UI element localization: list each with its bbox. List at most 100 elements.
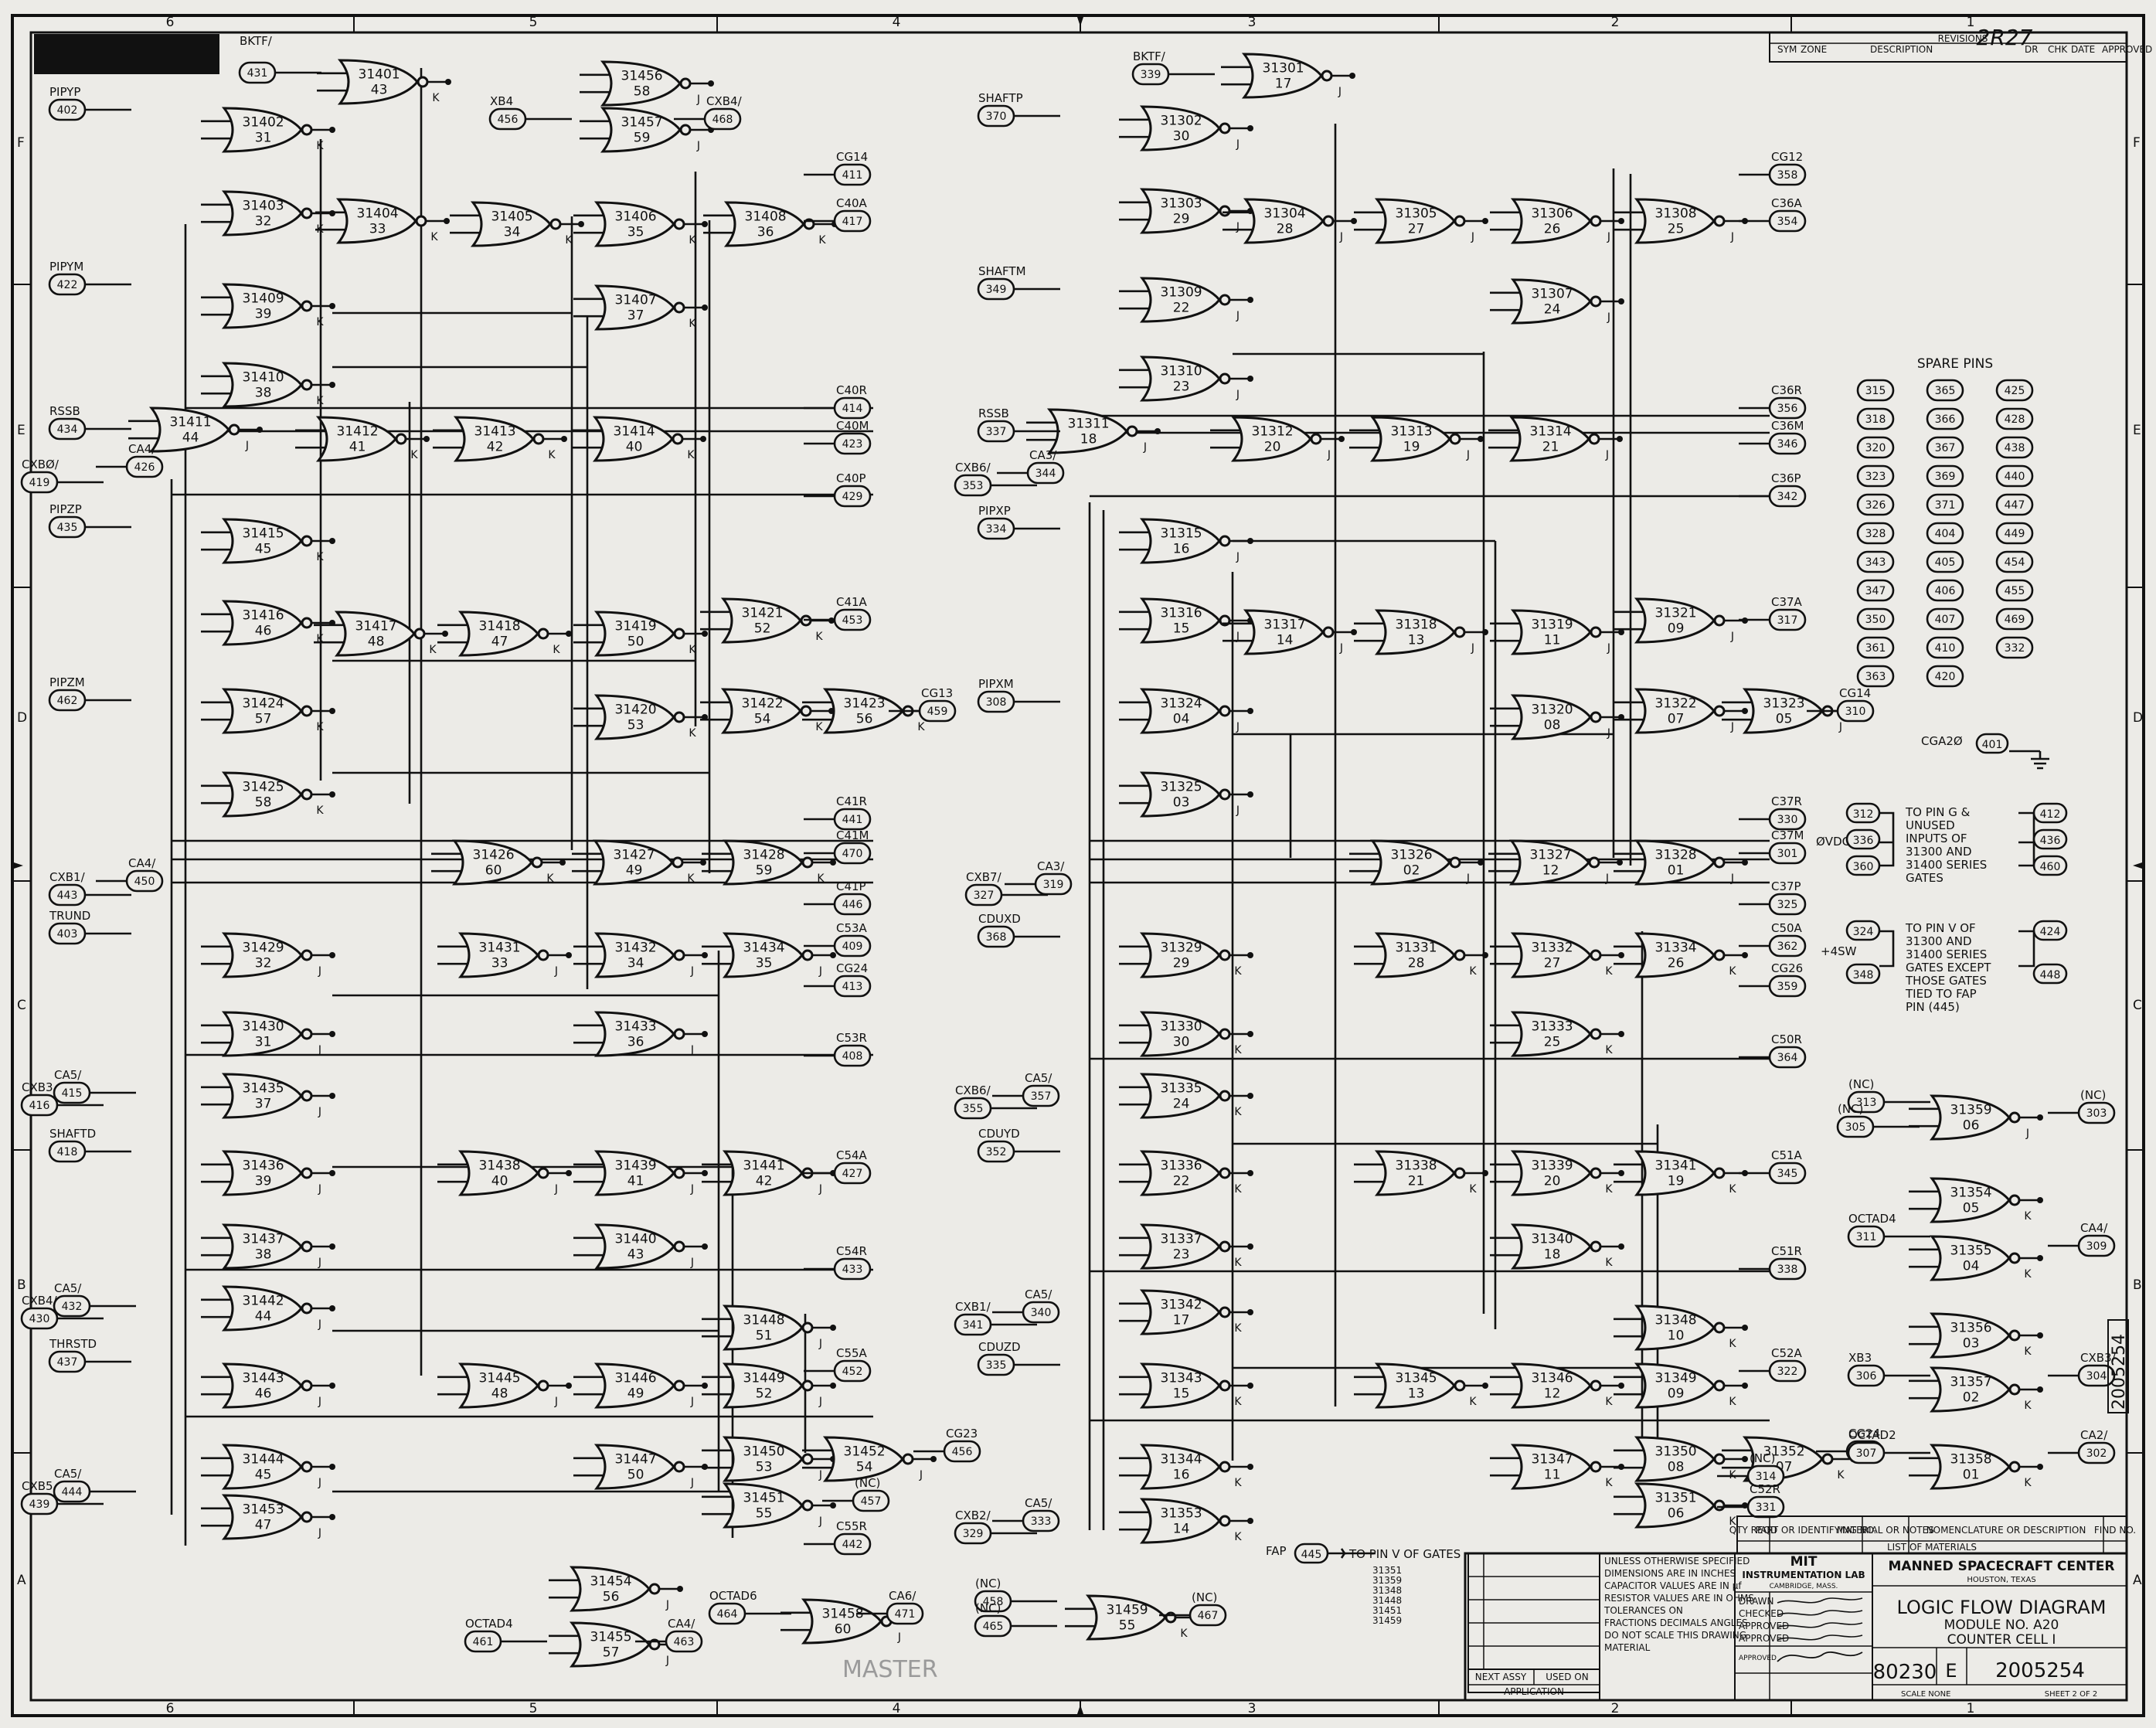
gate-element: 04: [1963, 1259, 1980, 1274]
signoff-role: APPROVED: [1739, 1621, 1789, 1631]
spare-pin-tab: [1856, 407, 1895, 430]
spare-pin-tab: [1856, 579, 1895, 602]
spare-pin-350: 350: [1856, 607, 1895, 631]
gate-output-pin: K: [2024, 1477, 2032, 1489]
gate-output-pin: J: [318, 1257, 321, 1269]
gate-number: 31325: [1161, 780, 1202, 795]
gate-body: [221, 190, 303, 236]
gate-element: 57: [603, 1645, 620, 1661]
inversion-bubble: [673, 711, 685, 723]
gate-body: [720, 597, 802, 644]
inversion-bubble: [1322, 626, 1335, 638]
gate-element: 48: [491, 1386, 508, 1402]
gate-number: 31413: [474, 424, 516, 440]
spare-pin-tab: [1926, 607, 1964, 631]
pin-label: (NC): [2080, 1088, 2106, 1102]
pin-label: BKTF/: [240, 34, 273, 48]
spare-pin-369: 369: [1926, 464, 1964, 488]
gate-body: [221, 1362, 303, 1409]
gate-body: [221, 1073, 303, 1119]
gate-number: 31327: [1530, 848, 1572, 863]
junction-dot: [566, 631, 572, 637]
spare-pins-title: SPARE PINS: [1917, 356, 1993, 372]
gate-element: 51: [756, 1328, 773, 1344]
gate-element: 50: [627, 1468, 644, 1483]
revisions-title: REVISIONS: [1938, 33, 1988, 44]
junction-dot: [1482, 629, 1488, 635]
junction-dot: [1247, 1309, 1253, 1315]
pin-number: 349: [986, 284, 1007, 296]
gate-element: 06: [1963, 1118, 1980, 1134]
gate-number: 31309: [1161, 285, 1202, 301]
drawing-title-1: LOGIC FLOW DIAGRAM: [1896, 1597, 2106, 1618]
gate-element: 11: [1544, 1468, 1561, 1483]
inversion-bubble: [2008, 1194, 2021, 1206]
inversion-bubble: [301, 300, 313, 312]
junction-dot: [2037, 1197, 2043, 1203]
gate-number: 31320: [1532, 702, 1573, 718]
pin-number: 356: [1777, 403, 1798, 415]
gate-number: 31427: [614, 848, 655, 863]
gate-element: 07: [1668, 712, 1685, 727]
revision-column: ZONE: [1801, 44, 1827, 55]
gate-output-pin: J: [318, 1396, 321, 1408]
pin-number: 465: [983, 1621, 1004, 1633]
pin-number: 357: [1031, 1090, 1052, 1103]
gate-output-pin: K: [1837, 1469, 1845, 1481]
unused-note-line: TO PIN G &: [1905, 805, 1971, 819]
gate-body: [334, 611, 416, 657]
pin-number: 317: [1777, 614, 1798, 627]
junction-dot: [1742, 1383, 1748, 1389]
gate-number: 31318: [1396, 617, 1437, 633]
gate-number: 31421: [742, 606, 784, 621]
junction-dot: [566, 952, 572, 958]
pin-label: (NC): [1848, 1077, 1874, 1091]
pin-number: 327: [974, 890, 995, 902]
pin-number: 402: [57, 104, 78, 117]
gate-number: 31446: [615, 1371, 657, 1386]
pin-label: C36P: [1771, 471, 1801, 485]
pin-label: CG24: [1848, 1427, 1880, 1441]
note-pin-tab: [1845, 963, 1881, 985]
gate-output-pin: K: [1605, 1396, 1613, 1408]
gate-body: [221, 107, 303, 153]
inversion-bubble: [301, 1461, 313, 1473]
pin-number: 309: [2086, 1240, 2107, 1253]
junction-dot: [830, 859, 836, 866]
zone-row-F-right: F: [2133, 135, 2141, 151]
gate-output-pin: K: [316, 551, 324, 563]
inversion-bubble: [1449, 856, 1461, 869]
junction-dot: [702, 1243, 708, 1250]
gate-body: [1929, 1177, 2011, 1223]
gate-element: 19: [1668, 1174, 1685, 1189]
gate-number: 31306: [1532, 206, 1573, 222]
signal-pin-303: 303(NC): [2048, 1088, 2116, 1124]
gate-number: 31317: [1264, 617, 1306, 633]
gate-number: 31340: [1532, 1232, 1573, 1247]
gate-output-pin: K: [316, 804, 324, 817]
spare-pin-tab: [1995, 464, 2034, 488]
fap-gate-id: 31451: [1372, 1605, 1402, 1616]
revision-column: DESCRIPTION: [1870, 44, 1933, 55]
spare-pin-number: 326: [1865, 499, 1886, 512]
junction-dot: [329, 1170, 335, 1176]
inversion-bubble: [301, 1302, 313, 1315]
gate-number: 31437: [243, 1232, 284, 1247]
tolerance-note: DO NOT SCALE THIS DRAWING: [1604, 1630, 1746, 1641]
